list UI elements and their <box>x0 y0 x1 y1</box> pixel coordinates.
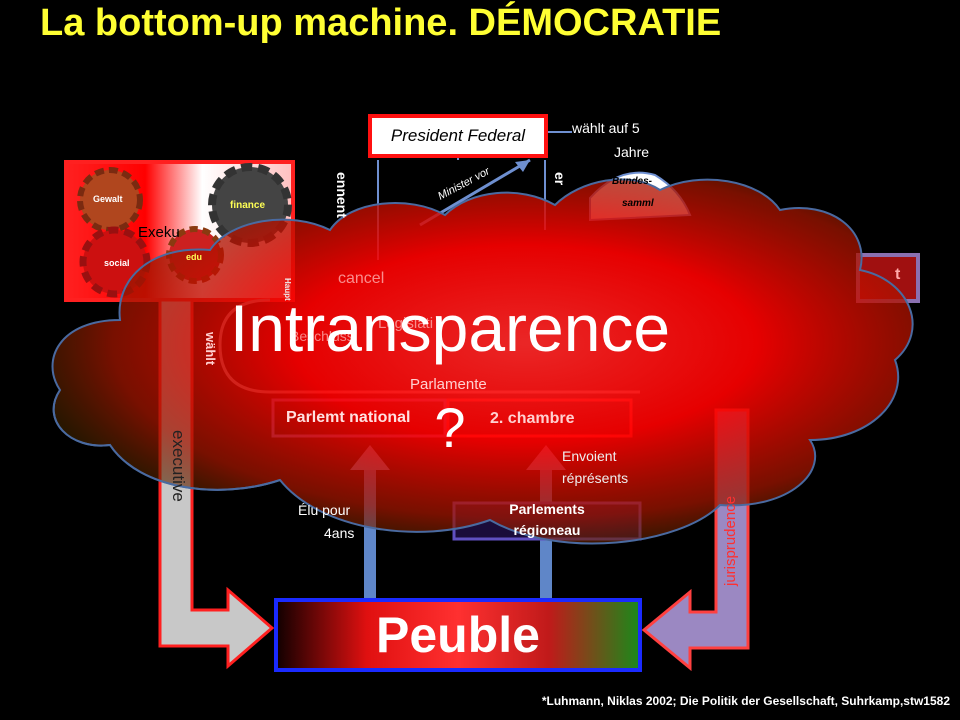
parlament-national-label: Parlemt national <box>286 409 411 426</box>
bundes-label: Bundes- <box>612 176 652 187</box>
four-ans-label: 4ans <box>324 525 355 541</box>
peuple-box <box>274 598 642 672</box>
right-box-label: t <box>895 266 901 283</box>
parlements-regionaux-label-2: régioneau <box>513 522 581 538</box>
kanzler-label: cancel <box>338 270 385 287</box>
versammlung-label: samml <box>622 198 654 209</box>
cloud-inner-lobe <box>52 389 281 491</box>
jahre-label: Jahre <box>614 144 650 160</box>
beschluss-label: Beschluss <box>290 328 354 344</box>
envoient-label: Envoient <box>562 448 617 464</box>
gear-finance-label: finance <box>230 200 266 211</box>
arrow-head <box>515 160 530 172</box>
ernennt-left-label: ennent <box>334 172 350 218</box>
gear-gewalt-label: Gewalt <box>93 194 123 204</box>
waehlt-auf-label: wählt auf 5 <box>572 120 640 136</box>
slide-title: La bottom-up machine. DÉMOCRATIE <box>40 2 722 44</box>
ernennt-right-label: er <box>552 172 568 186</box>
elu-pour-label: Élu pour <box>298 502 351 518</box>
question-mark-label: ? <box>434 396 466 459</box>
president-label: President Federal <box>390 126 526 145</box>
exekutive-label: Exeku <box>138 224 180 241</box>
represents-label: réprésents <box>562 470 629 486</box>
jurisprudence-label: jurisprudence <box>722 495 739 586</box>
footnote: *Luhmann, Niklas 2002; Die Politik der G… <box>541 694 950 708</box>
gear-edu-label: edu <box>186 252 203 262</box>
intransparence-label: Intransparence <box>229 291 671 365</box>
executive-label: executive <box>169 430 188 502</box>
intransparence-cloud <box>51 178 914 545</box>
gear-social-label: social <box>104 258 130 268</box>
president-box <box>368 114 548 158</box>
parlamente-label: Parlamente <box>410 376 487 393</box>
second-chamber-label: 2. chambre <box>490 410 575 427</box>
parlements-regionaux-label-1: Parlements <box>509 501 585 517</box>
legislative-label: Legislati <box>378 315 434 332</box>
peuple-label: Peuble <box>376 607 540 663</box>
